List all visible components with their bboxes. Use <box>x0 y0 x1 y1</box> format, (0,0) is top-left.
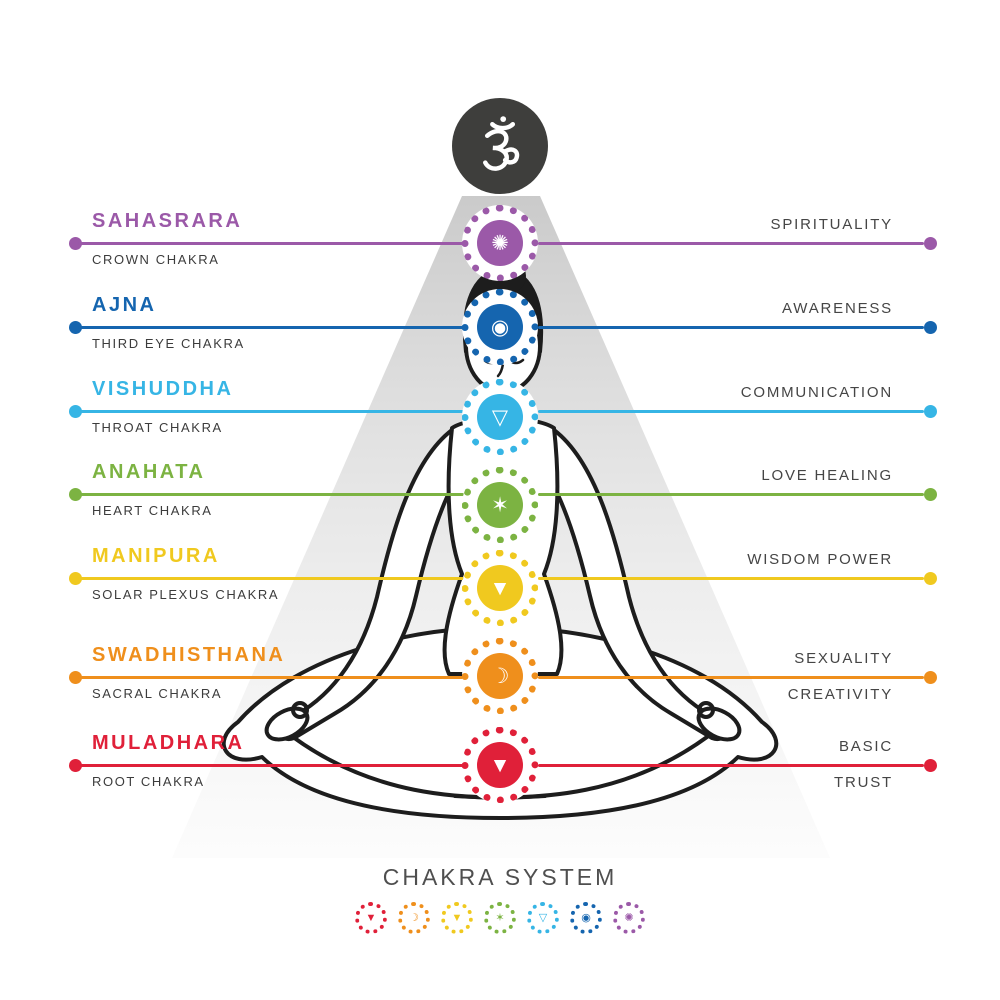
left-line-dot <box>69 758 82 772</box>
left-connector-line <box>78 241 464 245</box>
right-line-dot <box>924 571 937 585</box>
right-connector-line <box>538 325 924 329</box>
chakra-name: ANAHATA <box>92 461 206 483</box>
right-line-dot <box>924 404 937 418</box>
chakra-subtitle: CROWN CHAKRA <box>92 252 220 267</box>
chakra-name: MANIPURA <box>92 545 220 567</box>
right-line-dot <box>924 320 937 334</box>
chakra-name: AJNA <box>92 294 157 316</box>
chakra-symbol: ▼ <box>451 911 463 924</box>
chakra-subtitle: HEART CHAKRA <box>92 503 213 518</box>
page-title: CHAKRA SYSTEM <box>382 864 618 890</box>
chakra-symbol: ▽ <box>538 911 548 924</box>
chakra-attribute: BASIC <box>838 738 893 755</box>
chakra-attribute: CREATIVITY <box>787 686 893 703</box>
chakra-attribute: TRUST <box>834 774 893 791</box>
chakra-symbol: ☽ <box>409 911 419 924</box>
mini-root-chakra-icon: ▼ <box>355 902 387 934</box>
chakra-attribute: SPIRITUALITY <box>770 216 893 233</box>
left-connector-line <box>78 325 464 329</box>
mini-sacral-chakra-icon: ☽ <box>398 902 430 934</box>
chakra-symbol: ◉ <box>581 911 591 924</box>
right-connector-line <box>538 675 924 679</box>
sacral-chakra-icon: ☽ <box>462 638 538 714</box>
root-chakra-icon: ▼ <box>462 727 538 803</box>
chakra-subtitle: THIRD EYE CHAKRA <box>92 336 245 351</box>
left-connector-line <box>78 492 464 496</box>
mini-crown-chakra-icon: ✺ <box>613 902 645 934</box>
chakra-subtitle: ROOT CHAKRA <box>92 774 205 789</box>
mini-solar-plexus-chakra-icon: ▼ <box>441 902 473 934</box>
chakra-symbol: ▼ <box>365 911 377 924</box>
left-line-dot <box>69 404 82 418</box>
right-connector-line <box>538 576 924 580</box>
chakra-symbol: ✺ <box>624 911 634 924</box>
mini-third-eye-chakra-icon: ◉ <box>570 902 602 934</box>
right-line-dot <box>924 236 937 250</box>
chakra-symbol: ✺ <box>477 220 523 266</box>
left-line-dot <box>69 670 82 684</box>
heart-chakra-icon: ✶ <box>462 467 538 543</box>
chakra-subtitle: SOLAR PLEXUS CHAKRA <box>92 587 280 602</box>
chakra-attribute: AWARENESS <box>782 300 893 317</box>
chakra-name: SWADHISTHANA <box>92 644 286 666</box>
chakra-subtitle: SACRAL CHAKRA <box>92 686 223 701</box>
chakra-icon-strip: ▼ ☽ ▼ ✶ ▽ ◉ ✺ <box>0 902 1000 934</box>
chakra-symbol: ▽ <box>477 394 523 440</box>
chakra-subtitle: THROAT CHAKRA <box>92 420 223 435</box>
chakra-attribute: LOVE HEALING <box>761 467 893 484</box>
right-line-dot <box>924 670 937 684</box>
chakra-symbol: ✶ <box>495 911 505 924</box>
left-line-dot <box>69 487 82 501</box>
right-line-dot <box>924 487 937 501</box>
chakra-name: SAHASRARA <box>92 210 243 232</box>
right-connector-line <box>538 409 924 413</box>
chakra-symbol: ▼ <box>477 742 523 788</box>
chakra-symbol: ☽ <box>477 653 523 699</box>
om-glyph <box>483 116 520 171</box>
left-connector-line <box>78 763 464 767</box>
om-icon <box>452 98 548 194</box>
throat-chakra-icon: ▽ <box>462 379 538 455</box>
left-connector-line <box>78 409 464 413</box>
chakra-name: MULADHARA <box>92 732 245 754</box>
right-line-dot <box>924 758 937 772</box>
chakra-symbol: ▼ <box>477 565 523 611</box>
right-connector-line <box>538 492 924 496</box>
crown-chakra-icon: ✺ <box>462 205 538 281</box>
chakra-attribute: WISDOM POWER <box>747 551 893 568</box>
right-connector-line <box>538 763 924 767</box>
right-connector-line <box>538 241 924 245</box>
left-connector-line <box>78 576 464 580</box>
left-line-dot <box>69 236 82 250</box>
third-eye-chakra-icon: ◉ <box>462 289 538 365</box>
chakra-symbol: ◉ <box>477 304 523 350</box>
chakra-attribute: COMMUNICATION <box>740 384 893 401</box>
chakra-name: VISHUDDHA <box>92 378 234 400</box>
mini-heart-chakra-icon: ✶ <box>484 902 516 934</box>
left-line-dot <box>69 571 82 585</box>
left-line-dot <box>69 320 82 334</box>
left-connector-line <box>78 675 464 679</box>
chakra-attribute: SEXUALITY <box>794 650 893 667</box>
chakra-symbol: ✶ <box>477 482 523 528</box>
mini-throat-chakra-icon: ▽ <box>527 902 559 934</box>
solar-plexus-chakra-icon: ▼ <box>462 550 538 626</box>
